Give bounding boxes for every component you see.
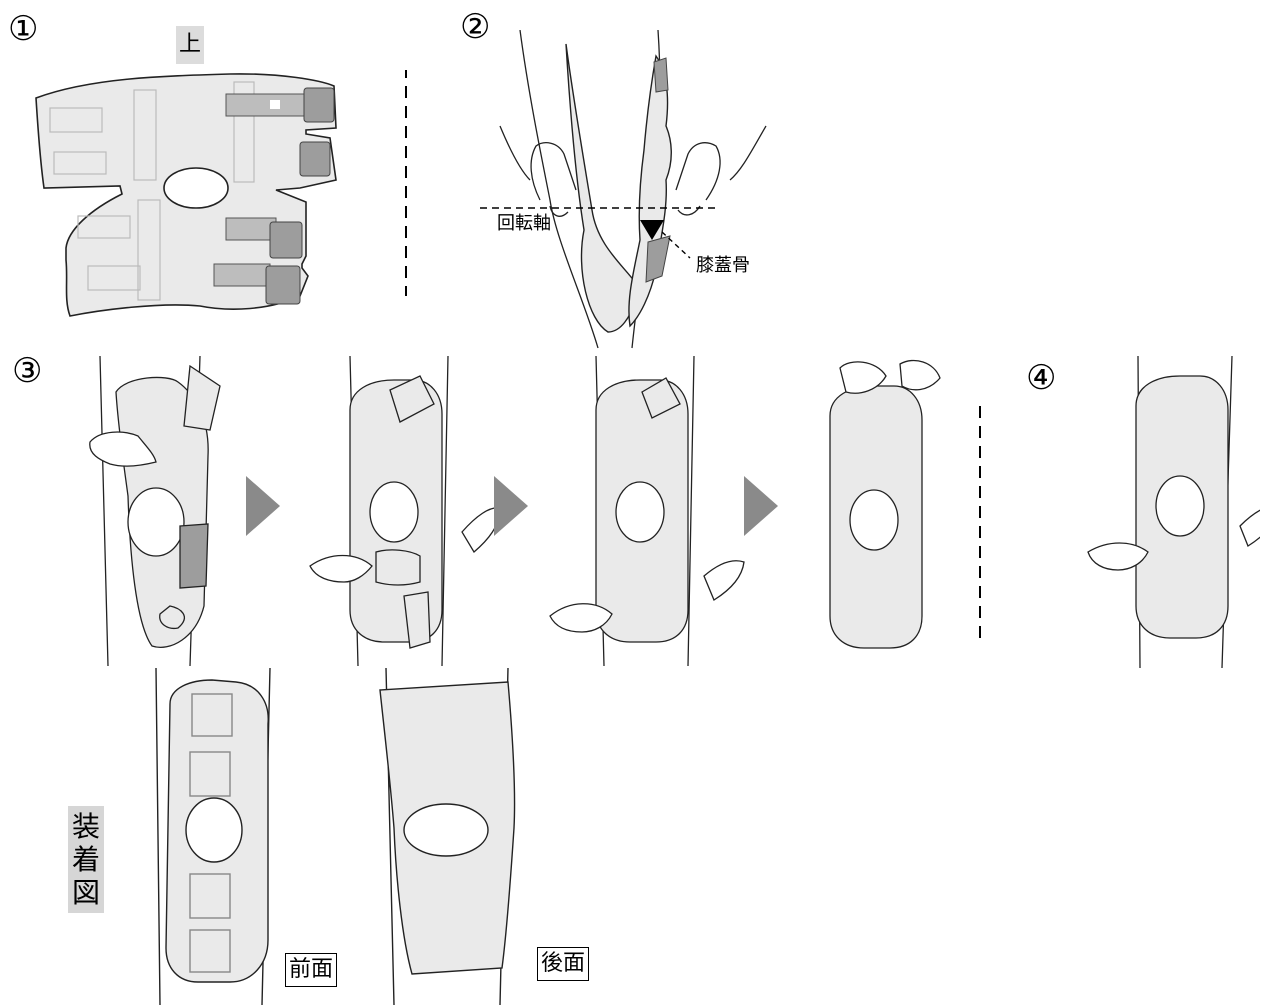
brace-upper-tab [654,58,668,92]
tab-1 [304,88,334,122]
next-arrow-icon-3 [744,476,778,536]
step-1-label: ① [8,12,38,46]
brace-medial-tab [646,236,670,282]
worn-view-label-text: 装着図 [71,810,101,909]
patella-hole [164,168,228,208]
panel-a [90,356,220,666]
panel-c [550,356,744,666]
strap-4 [214,264,270,286]
tab-4 [266,266,300,304]
step-3-label: ③ [12,354,42,388]
step-2-illustration [480,30,780,350]
strap-1 [226,94,310,116]
rotation-axis-label: 回転軸 [497,215,551,233]
strap-1-marker [270,100,280,109]
worn-view-label: 装着図 [68,806,104,913]
flat-brace-illustration [30,70,430,330]
panel-b [310,356,500,666]
worn-views-illustration [150,668,530,1005]
hands-outline [500,126,766,216]
next-arrow-icon-1 [246,476,280,536]
back-view [380,668,515,1005]
panel-d [830,360,980,648]
tab-3 [270,222,302,258]
top-orientation-label: 上 [176,26,204,64]
front-view [156,668,270,1005]
brace-medial-shell [629,56,671,326]
tab-2 [300,142,330,176]
application-sequence-illustration [60,356,1260,676]
next-arrow-icon-2 [494,476,528,536]
front-label: 前面 [285,953,337,987]
kneecap-label: 膝蓋骨 [696,257,750,275]
strap-3 [226,218,276,240]
back-label: 後面 [537,947,589,981]
panel-e [1088,356,1260,668]
